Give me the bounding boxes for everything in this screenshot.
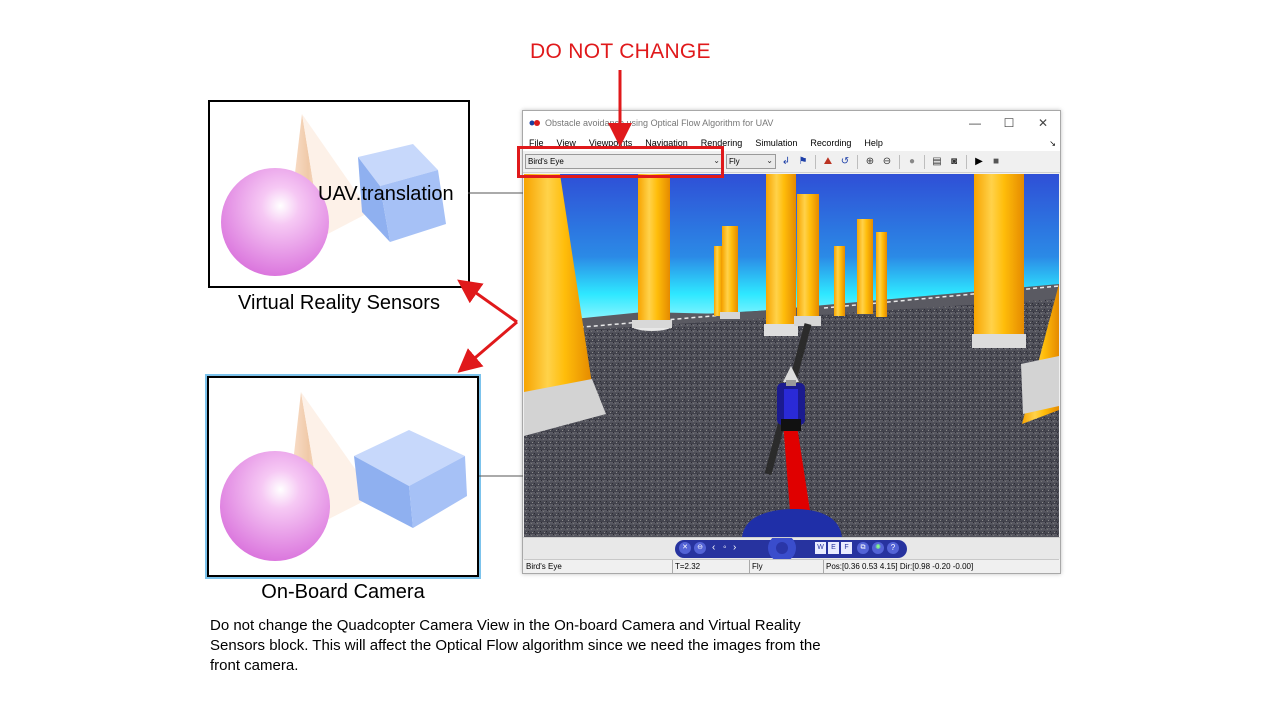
status-viewpoint: Bird's Eye bbox=[524, 560, 673, 573]
nav-minimize-icon[interactable]: ⊖ bbox=[694, 542, 706, 554]
layout-icon[interactable]: ▤ bbox=[932, 156, 942, 167]
return-viewpoint-icon[interactable]: ↲ bbox=[781, 156, 791, 167]
nav-examine-button[interactable]: E bbox=[828, 542, 839, 554]
stop-icon[interactable]: ■ bbox=[992, 156, 1000, 167]
zoom-in-icon[interactable]: ⊕ bbox=[865, 156, 875, 167]
vr-viewer-window[interactable]: Obstacle avoidance using Optical Flow Al… bbox=[522, 110, 1061, 574]
warning-title: DO NOT CHANGE bbox=[530, 40, 711, 63]
toolbar-divider bbox=[857, 154, 858, 169]
expand-icon[interactable]: ↘ bbox=[1049, 138, 1056, 148]
maximize-button[interactable]: ☐ bbox=[1003, 116, 1015, 130]
navigation-panel: ✕ ⊖ ‹ ◦ › W E F ⧉ ✺ ? bbox=[523, 534, 1060, 562]
vr-sensors-block-icon bbox=[221, 114, 446, 276]
vr-sensors-label: Virtual Reality Sensors bbox=[238, 292, 440, 314]
menu-recording[interactable]: Recording bbox=[810, 138, 852, 148]
toolbar: Bird's Eye ⌄ Fly ⌄ ↲ ⚑ ⛰ ↺ ⊕ ⊖ ● ▤ ◙ ▶ ■ bbox=[523, 151, 1060, 173]
instruction-note: Do not change the Quadcopter Camera View… bbox=[210, 617, 821, 674]
zoom-out-icon[interactable]: ⊖ bbox=[882, 156, 892, 167]
straighten-icon[interactable]: ⛰ bbox=[823, 156, 833, 167]
status-pose: Pos:[0.36 0.53 4.15] Dir:[0.98 -0.20 -0.… bbox=[826, 562, 974, 571]
undo-move-icon[interactable]: ↺ bbox=[840, 156, 850, 167]
nav-walk-button[interactable]: W bbox=[815, 542, 826, 554]
navigation-mode-select[interactable]: Fly ⌄ bbox=[726, 154, 776, 169]
app-logo-icon bbox=[529, 119, 541, 127]
chevron-down-icon: ⌄ bbox=[713, 156, 720, 165]
nav-viewpoint-icon[interactable]: ⧉ bbox=[857, 542, 869, 554]
menu-rendering[interactable]: Rendering bbox=[700, 138, 743, 148]
onboard-camera-label: On-Board Camera bbox=[261, 581, 425, 603]
viewpoint-select-value: Bird's Eye bbox=[528, 157, 564, 166]
nav-fly-button[interactable]: F bbox=[841, 542, 852, 554]
navigation-mode-value: Fly bbox=[729, 157, 740, 166]
nav-headlight-icon[interactable]: ✺ bbox=[872, 542, 884, 554]
toolbar-divider bbox=[966, 154, 967, 169]
camera-icon[interactable]: ◙ bbox=[950, 156, 958, 167]
flag-icon[interactable]: ⚑ bbox=[798, 156, 808, 167]
status-bar: Bird's Eye T=2.32 Fly Pos:[0.36 0.53 4.1… bbox=[524, 559, 1059, 573]
nav-left-arrow-icon[interactable]: ‹ bbox=[712, 542, 716, 553]
viewpoint-highlight-box bbox=[517, 146, 724, 178]
minimize-button[interactable]: — bbox=[969, 116, 981, 130]
nav-help-icon[interactable]: ? bbox=[887, 542, 899, 554]
status-time: T=2.32 bbox=[673, 560, 750, 573]
nav-close-icon[interactable]: ✕ bbox=[679, 542, 691, 554]
viewpoint-select[interactable]: Bird's Eye ⌄ bbox=[525, 154, 723, 169]
play-icon[interactable]: ▶ bbox=[975, 156, 983, 167]
toolbar-divider bbox=[924, 154, 925, 169]
window-title: Obstacle avoidance using Optical Flow Al… bbox=[545, 118, 774, 128]
window-titlebar[interactable]: Obstacle avoidance using Optical Flow Al… bbox=[523, 111, 1060, 135]
menu-help[interactable]: Help bbox=[864, 138, 883, 148]
close-button[interactable]: ✕ bbox=[1037, 116, 1049, 130]
menu-view[interactable]: View bbox=[556, 138, 576, 148]
nav-rotate-icon[interactable]: ◦ bbox=[723, 542, 727, 553]
3d-viewport[interactable] bbox=[524, 174, 1059, 538]
onboard-camera-block-icon bbox=[220, 392, 467, 561]
menu-file[interactable]: File bbox=[529, 138, 544, 148]
record-icon[interactable]: ● bbox=[908, 156, 916, 167]
nav-right-arrow-icon[interactable]: › bbox=[733, 542, 737, 553]
toolbar-divider bbox=[899, 154, 900, 169]
onboard-camera-block[interactable] bbox=[207, 376, 479, 577]
chevron-down-icon: ⌄ bbox=[766, 156, 773, 165]
toolbar-divider bbox=[815, 154, 816, 169]
status-mode: Fly bbox=[750, 560, 824, 573]
menu-simulation[interactable]: Simulation bbox=[755, 138, 798, 148]
vr-sensors-block[interactable] bbox=[208, 100, 470, 288]
menu-navigation[interactable]: Navigation bbox=[645, 138, 688, 148]
vr-sensors-port-label: UAV.translation bbox=[318, 183, 454, 205]
